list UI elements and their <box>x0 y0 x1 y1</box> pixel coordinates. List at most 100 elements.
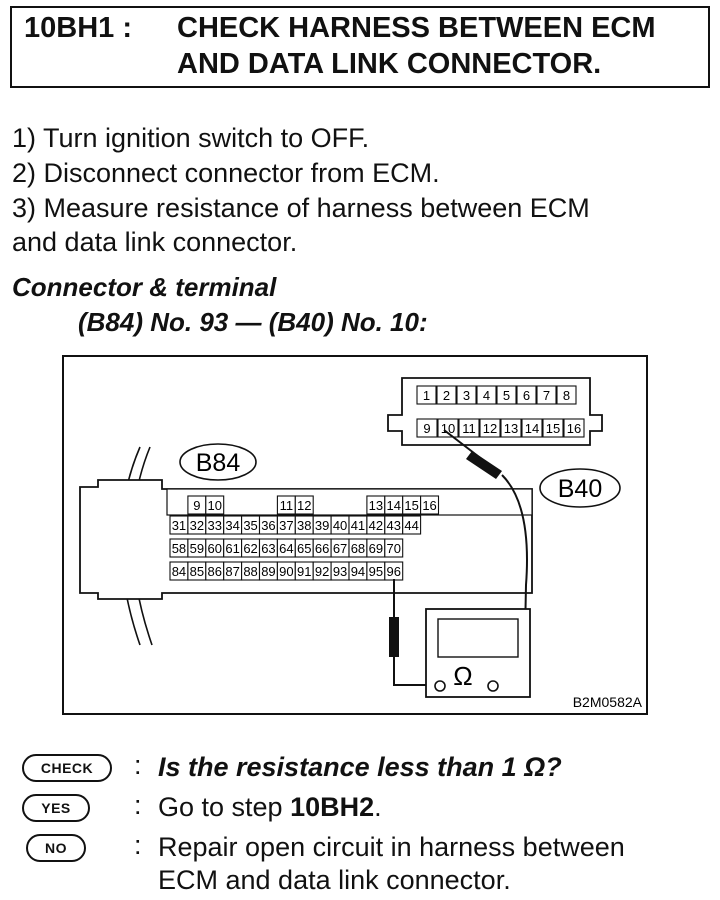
figure-id: B2M0582A <box>573 694 643 710</box>
ecm-terminal: 68 <box>351 541 365 556</box>
ecm-terminal: 94 <box>351 564 365 579</box>
ecm-terminal: 35 <box>243 518 257 533</box>
check-badge: CHECK <box>22 754 112 782</box>
procedure-title-box: 10BH1 : CHECK HARNESS BETWEEN ECM AND DA… <box>10 6 710 88</box>
ecm-terminal: 38 <box>297 518 311 533</box>
no-text-line-1: Repair open circuit in harness between <box>158 832 625 862</box>
dlc-terminal-box <box>416 418 438 438</box>
ecm-terminal: 95 <box>369 564 383 579</box>
dlc-terminal: 14 <box>525 421 539 436</box>
yes-step-link: 10BH2 <box>290 792 375 822</box>
ecm-connector-top-strip <box>166 488 533 516</box>
dlc-terminal-box <box>516 385 537 405</box>
ecm-terminal: 89 <box>261 564 275 579</box>
ohm-symbol: Ω <box>453 661 472 691</box>
ecm-terminal: 59 <box>190 541 204 556</box>
ecm-terminal: 87 <box>225 564 239 579</box>
instruction-step-2: 2) Disconnect connector from ECM. <box>12 158 440 188</box>
title-line-1: CHECK HARNESS BETWEEN ECM <box>177 12 656 44</box>
ecm-terminal: 91 <box>297 564 311 579</box>
yes-badge: YES <box>22 794 90 822</box>
dlc-terminal-box <box>521 418 543 438</box>
ecm-terminal: 10 <box>208 498 222 513</box>
ecm-terminal: 14 <box>387 498 401 513</box>
dlc-terminal: 8 <box>563 388 570 403</box>
ecm-terminal: 96 <box>387 564 401 579</box>
dlc-terminal-box <box>542 418 564 438</box>
meter-terminal-left <box>434 680 446 692</box>
ecm-terminal: 60 <box>208 541 222 556</box>
ecm-terminal: 90 <box>279 564 293 579</box>
yes-text: Go to step 10BH2. <box>158 790 382 824</box>
lead-dlc-to-meter <box>494 474 528 686</box>
dlc-terminal: 10 <box>441 421 455 436</box>
ecm-terminal: 32 <box>190 518 204 533</box>
dlc-terminal-box <box>500 418 522 438</box>
ohmmeter-display <box>437 618 519 658</box>
ecm-terminal: 9 <box>193 498 200 513</box>
dlc-terminal: 1 <box>423 388 430 403</box>
ecm-terminal: 16 <box>422 498 436 513</box>
ecm-terminal: 93 <box>333 564 347 579</box>
ecm-terminal-box <box>294 495 314 515</box>
ecm-terminal: 86 <box>208 564 222 579</box>
ecm-terminal: 67 <box>333 541 347 556</box>
dlc-terminal-box <box>556 385 577 405</box>
ecm-terminal: 11 <box>280 498 294 513</box>
ecm-terminal: 61 <box>225 541 239 556</box>
check-question: Is the resistance less than 1 Ω? <box>158 752 562 782</box>
dlc-terminal: 12 <box>483 421 497 436</box>
dlc-terminal: 7 <box>543 388 550 403</box>
ecm-terminal: 64 <box>279 541 293 556</box>
ecm-terminal-box <box>402 515 422 535</box>
ecm-terminal: 37 <box>279 518 293 533</box>
ecm-label: B84 <box>196 449 241 477</box>
dlc-terminal-box <box>416 385 437 405</box>
ecm-terminal: 13 <box>369 498 383 513</box>
ecm-terminal: 34 <box>225 518 239 533</box>
dlc-terminal: 5 <box>503 388 510 403</box>
dlc-terminal: 15 <box>546 421 560 436</box>
probe-tip-dlc <box>466 451 502 479</box>
ecm-terminal: 63 <box>261 541 275 556</box>
ecm-terminal: 12 <box>297 498 311 513</box>
ecm-terminal-box <box>420 495 440 515</box>
ecm-terminal: 92 <box>315 564 329 579</box>
meter-terminal-right <box>487 680 499 692</box>
dlc-terminal: 9 <box>423 421 430 436</box>
yes-suffix: . <box>374 792 382 822</box>
ecm-terminal: 65 <box>297 541 311 556</box>
dlc-terminal: 2 <box>443 388 450 403</box>
ecm-terminal: 85 <box>190 564 204 579</box>
dlc-terminal-box <box>563 418 585 438</box>
ecm-label-ellipse <box>179 443 257 481</box>
ecm-terminal: 66 <box>315 541 329 556</box>
check-colon: : <box>134 750 142 780</box>
probe-tip-ecm <box>389 617 399 657</box>
connector-spec: (B84) No. 93 — (B40) No. 10: <box>78 307 428 337</box>
dlc-terminal: 3 <box>463 388 470 403</box>
ecm-terminal: 41 <box>351 518 365 533</box>
yes-prefix: Go to step <box>158 792 291 822</box>
ecm-terminal: 44 <box>404 518 418 533</box>
title-line-2: AND DATA LINK CONNECTOR. <box>177 48 602 80</box>
no-colon: : <box>134 830 142 860</box>
ecm-terminal: 58 <box>172 541 186 556</box>
dlc-terminal-box <box>456 385 477 405</box>
lead-ecm-to-meter <box>393 657 434 686</box>
yes-colon: : <box>134 790 142 820</box>
dlc-terminal: 11 <box>462 421 476 436</box>
dlc-terminal-box <box>536 385 557 405</box>
dlc-terminal: 16 <box>567 421 581 436</box>
ecm-terminal: 31 <box>172 518 186 533</box>
ecm-terminal: 39 <box>315 518 329 533</box>
ecm-terminal: 84 <box>172 564 186 579</box>
ecm-terminal: 36 <box>261 518 275 533</box>
dlc-terminal: 6 <box>523 388 530 403</box>
ecm-terminal: 33 <box>208 518 222 533</box>
ecm-terminal: 88 <box>243 564 257 579</box>
